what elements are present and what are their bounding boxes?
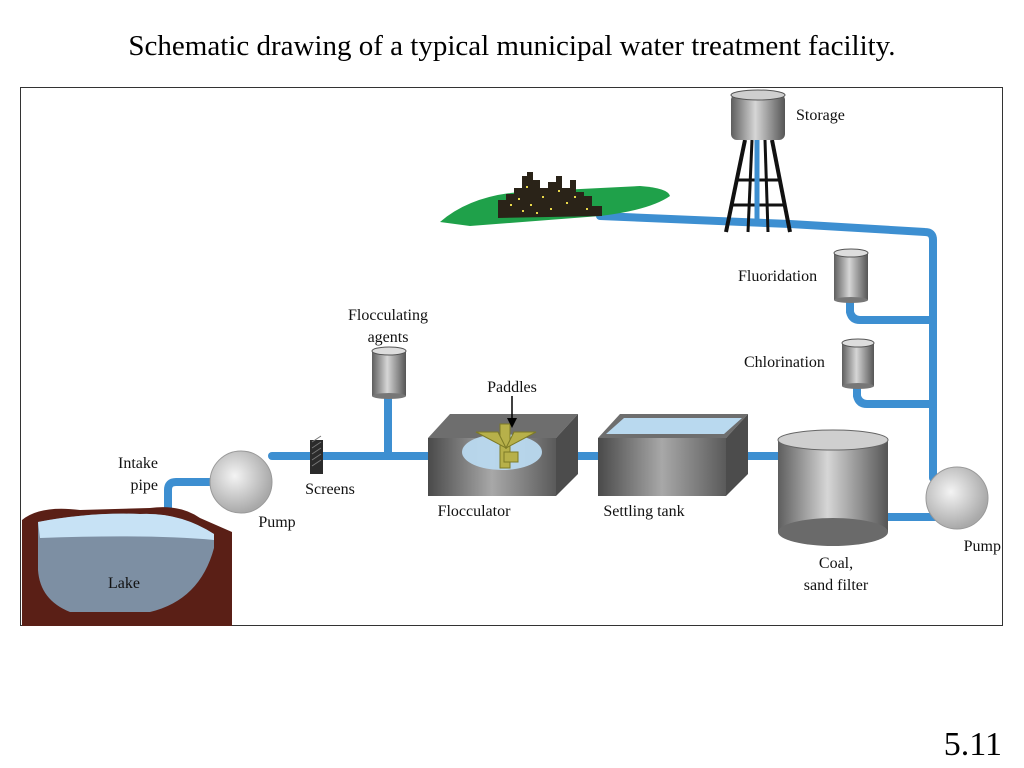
settling-tank — [598, 414, 748, 496]
label-coal: Coal, — [819, 555, 853, 572]
flocculating-agents-canister — [371, 346, 407, 399]
pump-right — [925, 466, 989, 530]
label-sand-filter: sand filter — [804, 577, 869, 594]
page-title: Schematic drawing of a typical municipal… — [128, 30, 896, 62]
label-lake: Lake — [108, 575, 140, 592]
label-paddles: Paddles — [487, 379, 537, 396]
label-pump-left: Pump — [258, 514, 295, 531]
coal-sand-filter — [777, 429, 889, 546]
pipe-main-riser — [596, 212, 937, 482]
pump-left — [209, 450, 273, 514]
chlorination-canister — [841, 338, 875, 389]
label-pump-right: Pump — [964, 538, 1001, 555]
storage-tank — [731, 94, 785, 140]
flocculator-tank — [428, 414, 578, 496]
intake-pipe — [164, 478, 242, 552]
city-skyline — [498, 172, 602, 218]
label-settling-tank: Settling tank — [603, 503, 684, 520]
city-illustration — [440, 172, 670, 226]
label-flocculating: Flocculating — [348, 307, 428, 324]
label-pipe: pipe — [130, 477, 158, 494]
label-flocculator: Flocculator — [438, 503, 512, 520]
label-intake: Intake — [118, 455, 158, 472]
label-chlorination: Chlorination — [744, 354, 825, 371]
slide-number: 5.11 — [943, 726, 1002, 763]
label-fluoridation: Fluoridation — [738, 268, 817, 285]
label-agents: agents — [368, 329, 409, 346]
label-storage: Storage — [796, 107, 845, 124]
pipe-fluoridation — [846, 296, 937, 324]
fluoridation-canister — [833, 248, 869, 303]
label-screens: Screens — [305, 481, 355, 498]
diagram-frame — [20, 87, 1003, 626]
screens — [310, 435, 323, 474]
storage-tower — [724, 89, 792, 233]
paddles — [475, 423, 537, 469]
pipe-chlorination — [853, 381, 937, 408]
lake — [22, 507, 232, 626]
paddles-arrow — [507, 396, 517, 428]
